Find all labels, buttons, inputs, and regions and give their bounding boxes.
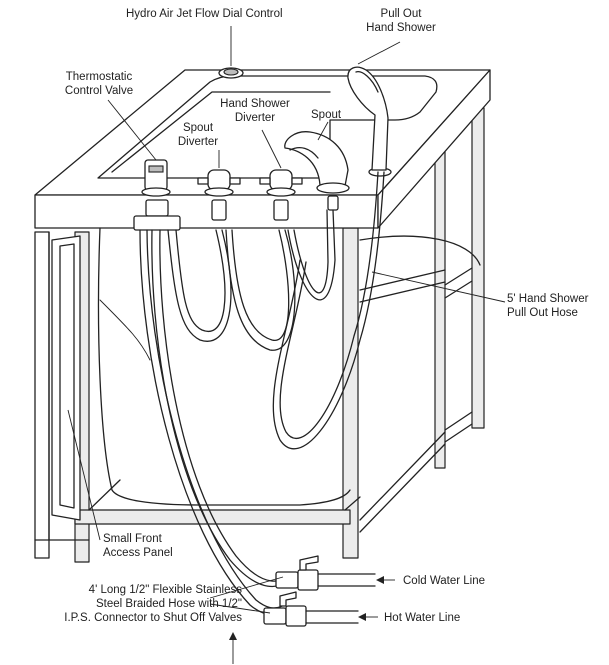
label-line: Hand Shower bbox=[220, 98, 290, 110]
shutoff-valves bbox=[263, 555, 376, 627]
hydro-air-dial bbox=[218, 67, 244, 79]
label-line: Small Front bbox=[103, 533, 162, 545]
leader-lines bbox=[67, 26, 506, 664]
label-line: 5' Hand Shower bbox=[507, 293, 589, 305]
label-line: Spout bbox=[182, 122, 214, 134]
label-line: Thermostatic bbox=[65, 71, 133, 83]
label-line: Pull Out bbox=[380, 8, 422, 20]
label-hydro-air-dial: Hydro Air Jet Flow Dial Control bbox=[126, 8, 283, 20]
label-cold-water-line: Cold Water Line bbox=[403, 575, 486, 587]
label-line: Hand Shower bbox=[366, 22, 436, 34]
label-line: Pull Out Hose bbox=[507, 307, 578, 319]
pull-out-hand-shower bbox=[347, 66, 392, 177]
thermostatic-valve bbox=[141, 159, 171, 197]
label-spout: Spout bbox=[311, 109, 342, 121]
spout bbox=[284, 131, 350, 194]
label-thermostatic-valve: Thermostatic Control Valve bbox=[58, 70, 140, 98]
label-line: 4' Long 1/2" Flexible Stainless bbox=[88, 584, 242, 596]
label-hand-shower-diverter: Hand Shower Diverter bbox=[210, 97, 300, 125]
label-line: I.P.S. Connector to Shut Off Valves bbox=[64, 612, 242, 624]
label-pull-out-hand-shower: Pull Out Hand Shower bbox=[356, 7, 446, 35]
label-5ft-hose: 5' Hand Shower Pull Out Hose bbox=[507, 292, 588, 320]
label-line: Control Valve bbox=[64, 85, 134, 97]
label-hot-water-line: Hot Water Line bbox=[384, 612, 461, 624]
label-access-panel: Small Front Access Panel bbox=[103, 532, 173, 560]
valve-connectors bbox=[133, 195, 339, 231]
label-line: Steel Braided Hose with 1/2" bbox=[96, 598, 242, 610]
spout-diverter bbox=[197, 169, 241, 197]
label-line: Access Panel bbox=[103, 547, 173, 559]
hoses bbox=[139, 171, 385, 615]
access-panel bbox=[51, 235, 81, 521]
label-line: Diverter bbox=[234, 112, 276, 124]
label-line: Diverter bbox=[177, 136, 219, 148]
label-braided-hose: 4' Long 1/2" Flexible Stainless Steel Br… bbox=[6, 583, 242, 625]
label-spout-diverter: Spout Diverter bbox=[168, 121, 228, 149]
hand-shower-diverter bbox=[259, 169, 303, 197]
